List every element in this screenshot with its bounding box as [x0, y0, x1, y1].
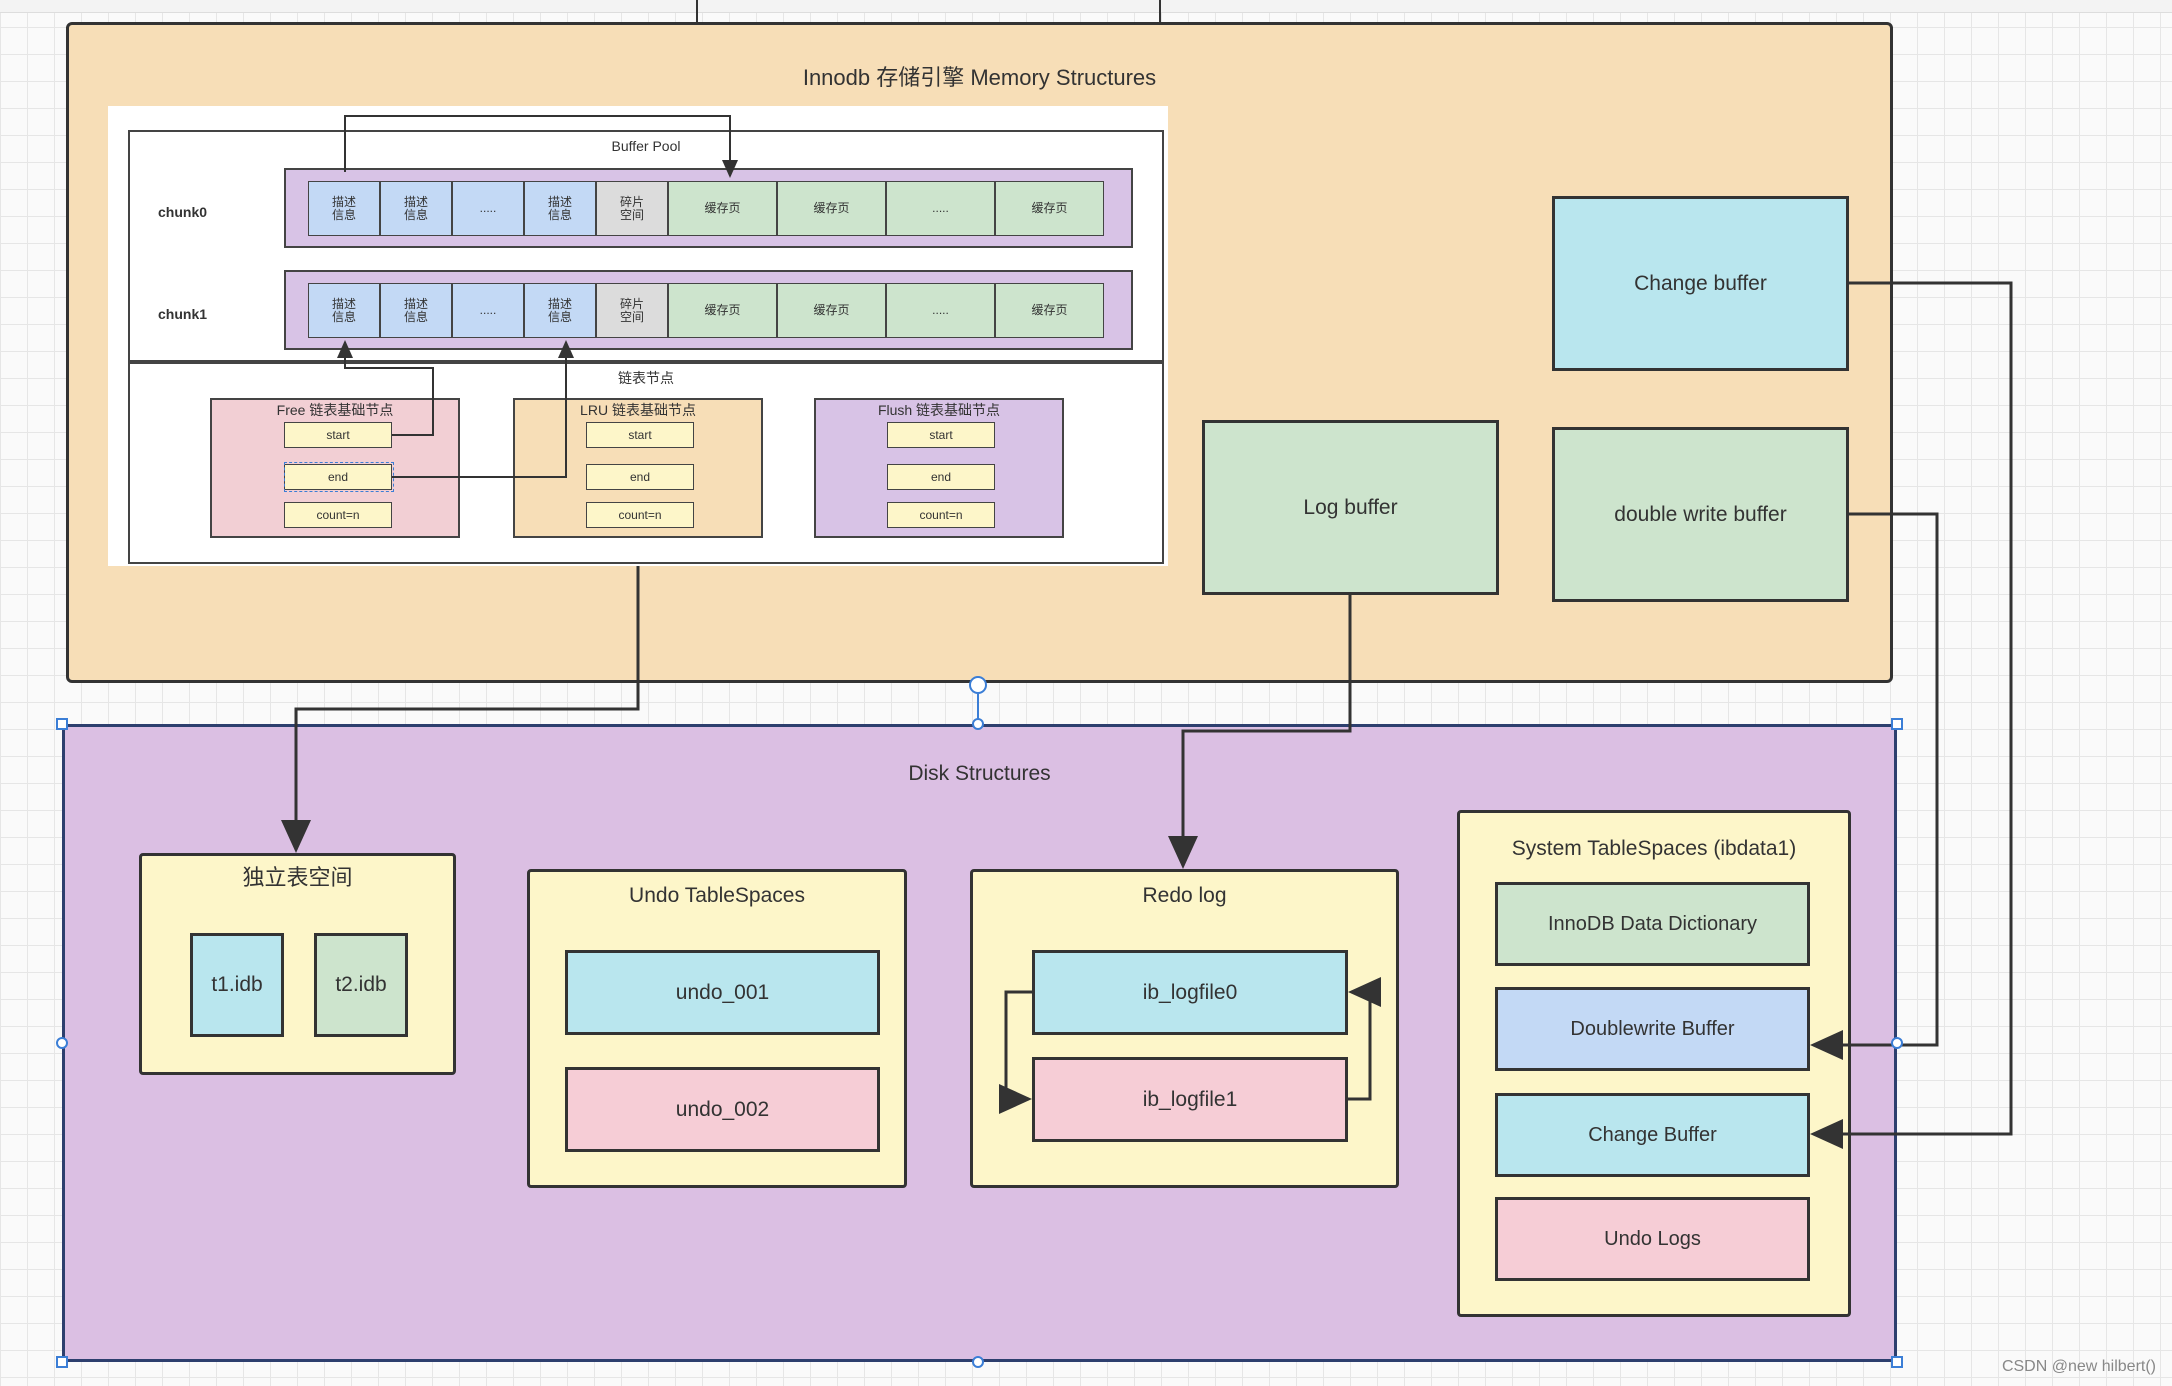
buffer-pool-connectors [337, 115, 738, 478]
free-list-title: Free 链表基础节点 [276, 402, 394, 418]
rotate-handle[interactable] [969, 676, 987, 694]
resize-handle-right-mid[interactable] [1891, 1037, 1903, 1049]
free-list-start: start [284, 422, 392, 448]
chunk1-cell: 缓存页 [668, 283, 777, 338]
chunk1-cell: 描述 信息 [380, 283, 452, 338]
resize-handle-bottom-mid[interactable] [972, 1356, 984, 1368]
chunk1-cell: ..... [452, 283, 524, 338]
chunk0-cell: 描述 信息 [308, 181, 380, 236]
lru-list-start: start [586, 422, 694, 448]
resize-handle-top-left[interactable] [56, 718, 68, 730]
log-buffer[interactable]: Log buffer [1202, 420, 1499, 595]
buffer-pool-to-file-per-table [281, 566, 640, 853]
t2-idb-file[interactable]: t2.idb [314, 933, 408, 1037]
log-buffer-to-redo [1168, 595, 1352, 869]
lru-list-end: end [586, 464, 694, 490]
system-tablespaces-title: System TableSpaces (ibdata1) [1511, 837, 1797, 860]
resize-handle-top-right[interactable] [1891, 718, 1903, 730]
chunk0-cell: 描述 信息 [380, 181, 452, 236]
file-per-table-title: 独立表空间 [242, 865, 353, 890]
flush-list-start: start [887, 422, 995, 448]
resize-handle-bottom-left[interactable] [56, 1356, 68, 1368]
flush-list-count: count=n [887, 502, 995, 528]
redo-cycle-right [1348, 977, 1381, 1101]
redo-log-title: Redo log [1142, 884, 1227, 907]
undo-logs[interactable]: Undo Logs [1495, 1197, 1810, 1281]
chunk0-cell: 缓存页 [995, 181, 1104, 236]
chunk1-cell: 描述 信息 [524, 283, 596, 338]
list-nodes-title: 链表节点 [618, 370, 674, 386]
watermark: CSDN @new hilbert() [2001, 1358, 2156, 1375]
undo-tablespaces-title: Undo TableSpaces [629, 884, 805, 907]
buffer-pool-diagram[interactable]: Buffer Pool chunk0 chunk1 链表节点 Free 链表基础… [108, 106, 1168, 566]
chunk1-cell: 缓存页 [995, 283, 1104, 338]
change-buffer-memory[interactable]: Change buffer [1552, 196, 1849, 371]
change-buffer-disk[interactable]: Change Buffer [1495, 1093, 1810, 1177]
ib-logfile1[interactable]: ib_logfile1 [1032, 1057, 1348, 1142]
chunk0-cell: ..... [886, 181, 995, 236]
chunk0-cell: 碎片 空间 [596, 181, 668, 236]
lru-list-count: count=n [586, 502, 694, 528]
double-write-to-disk [1810, 512, 1939, 1060]
resize-handle-bottom-right[interactable] [1891, 1356, 1903, 1368]
redo-cycle-left [999, 990, 1032, 1114]
chunk1-label: chunk1 [158, 306, 208, 322]
undo-001[interactable]: undo_001 [565, 950, 880, 1035]
chunk0-label: chunk0 [158, 204, 208, 220]
undo-002[interactable]: undo_002 [565, 1067, 880, 1152]
ib-logfile0[interactable]: ib_logfile0 [1032, 950, 1348, 1035]
top-stub-lines [696, 0, 1161, 22]
chunk0-cell: ..... [452, 181, 524, 236]
doublewrite-buffer-disk[interactable]: Doublewrite Buffer [1495, 987, 1810, 1071]
chunk0-cell: 缓存页 [777, 181, 886, 236]
resize-handle-left-mid[interactable] [56, 1037, 68, 1049]
flush-list-title: Flush 链表基础节点 [877, 402, 1001, 418]
memory-structures-title: Innodb 存储引擎 Memory Structures [802, 65, 1157, 90]
free-list-end[interactable]: end [284, 464, 392, 490]
change-buffer-to-disk [1810, 281, 2013, 1149]
buffer-pool-title: Buffer Pool [611, 138, 681, 154]
resize-handle-top-mid[interactable] [972, 718, 984, 730]
disk-structures-title: Disk Structures [908, 762, 1051, 785]
lru-list-title: LRU 链表基础节点 [580, 402, 696, 418]
chunk1-cell: ..... [886, 283, 995, 338]
chunk0-cell: 缓存页 [668, 181, 777, 236]
t1-idb-file[interactable]: t1.idb [190, 933, 284, 1037]
chunk1-cell: 描述 信息 [308, 283, 380, 338]
chunk1-cell: 缓存页 [777, 283, 886, 338]
flush-list-end: end [887, 464, 995, 490]
chunk1-cell: 碎片 空间 [596, 283, 668, 338]
free-list-count: count=n [284, 502, 392, 528]
innodb-data-dictionary[interactable]: InnoDB Data Dictionary [1495, 882, 1810, 966]
chunk0-cell: 描述 信息 [524, 181, 596, 236]
double-write-buffer[interactable]: double write buffer [1552, 427, 1849, 602]
editor-top-strip [0, 0, 2172, 13]
